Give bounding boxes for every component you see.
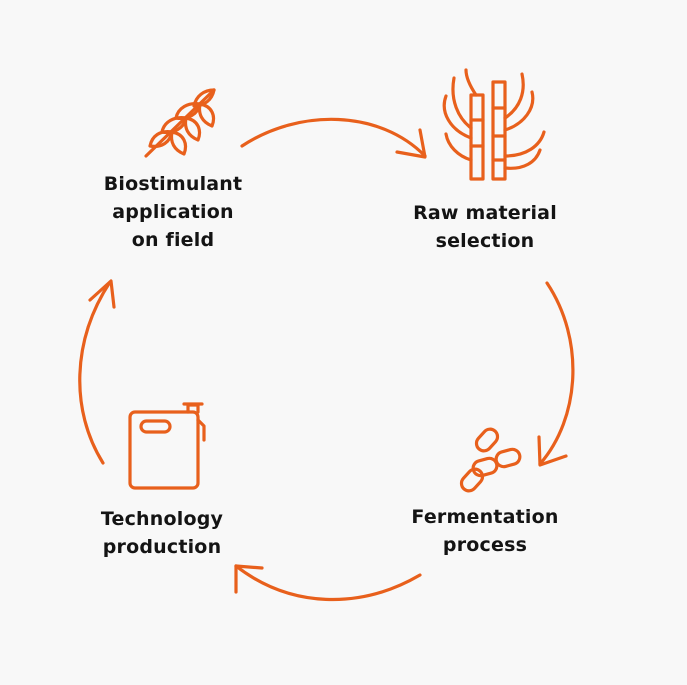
arrow-bio-to-raw [240, 117, 427, 159]
jerrycan-icon [128, 402, 206, 490]
arrow-tech-to-bio [78, 279, 116, 465]
step-label-line: selection [435, 230, 535, 252]
wheat-icon [144, 88, 216, 158]
sugarcane-icon [442, 68, 546, 181]
step-label-bio: Biostimulant application on field [68, 170, 278, 254]
arrow-raw-to-ferm [537, 281, 575, 467]
step-label-line: Fermentation [411, 506, 559, 528]
step-label-line: application [112, 201, 234, 223]
step-label-tech: Technology production [57, 505, 267, 561]
step-label-line: Technology [100, 508, 224, 530]
arrow-ferm-to-tech [234, 564, 422, 602]
step-label-ferm: Fermentation process [380, 503, 590, 559]
step-label-line: production [102, 536, 222, 558]
step-label-line: process [442, 534, 528, 556]
step-label-raw: Raw material selection [380, 199, 590, 255]
step-label-line: Biostimulant [103, 173, 243, 195]
bacteria-icon [459, 427, 522, 493]
step-label-line: Raw material [413, 202, 557, 224]
step-label-line: on field [131, 229, 215, 251]
